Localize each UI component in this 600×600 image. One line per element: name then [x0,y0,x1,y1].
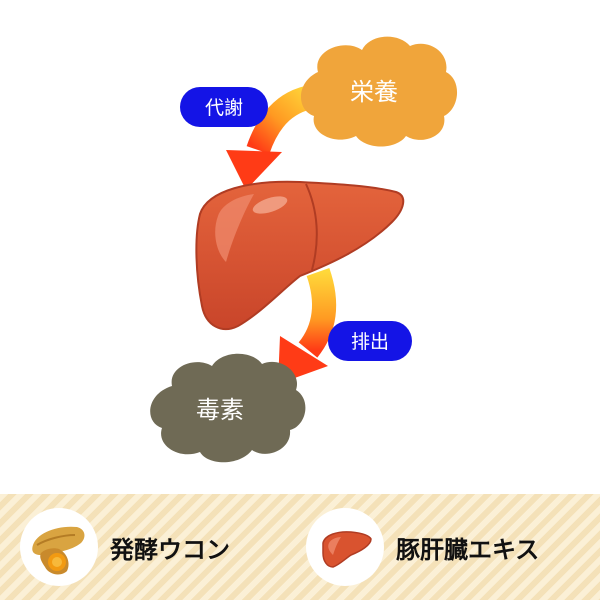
liver-icon [322,531,372,568]
excretion-badge: 排出 [328,321,412,361]
product-icon-circle [306,508,384,586]
toxin-label: 毒素 [196,396,244,424]
product-fermented-turmeric: 発酵ウコン [20,508,230,586]
toxin-cloud: 毒素 [150,353,306,463]
metabolism-label: 代謝 [205,97,243,119]
product-name-fermented-turmeric: 発酵ウコン [110,535,230,564]
nutrition-label: 栄養 [350,78,398,106]
excretion-label: 排出 [351,331,389,353]
product-pork-liver-extract: 豚肝臓エキス [306,508,539,586]
nutrition-cloud: 栄養 [300,36,458,147]
product-name-pork-liver-extract: 豚肝臓エキス [396,535,540,564]
product-band: 発酵ウコン 豚肝臓エキス [0,494,600,600]
turmeric-root-icon [32,526,85,575]
product-icon-circle [20,508,98,586]
liver-function-diagram: 栄養 代謝 排出 毒素 [150,36,458,463]
liver-illustration [195,180,405,331]
metabolism-badge: 代謝 [180,87,268,127]
